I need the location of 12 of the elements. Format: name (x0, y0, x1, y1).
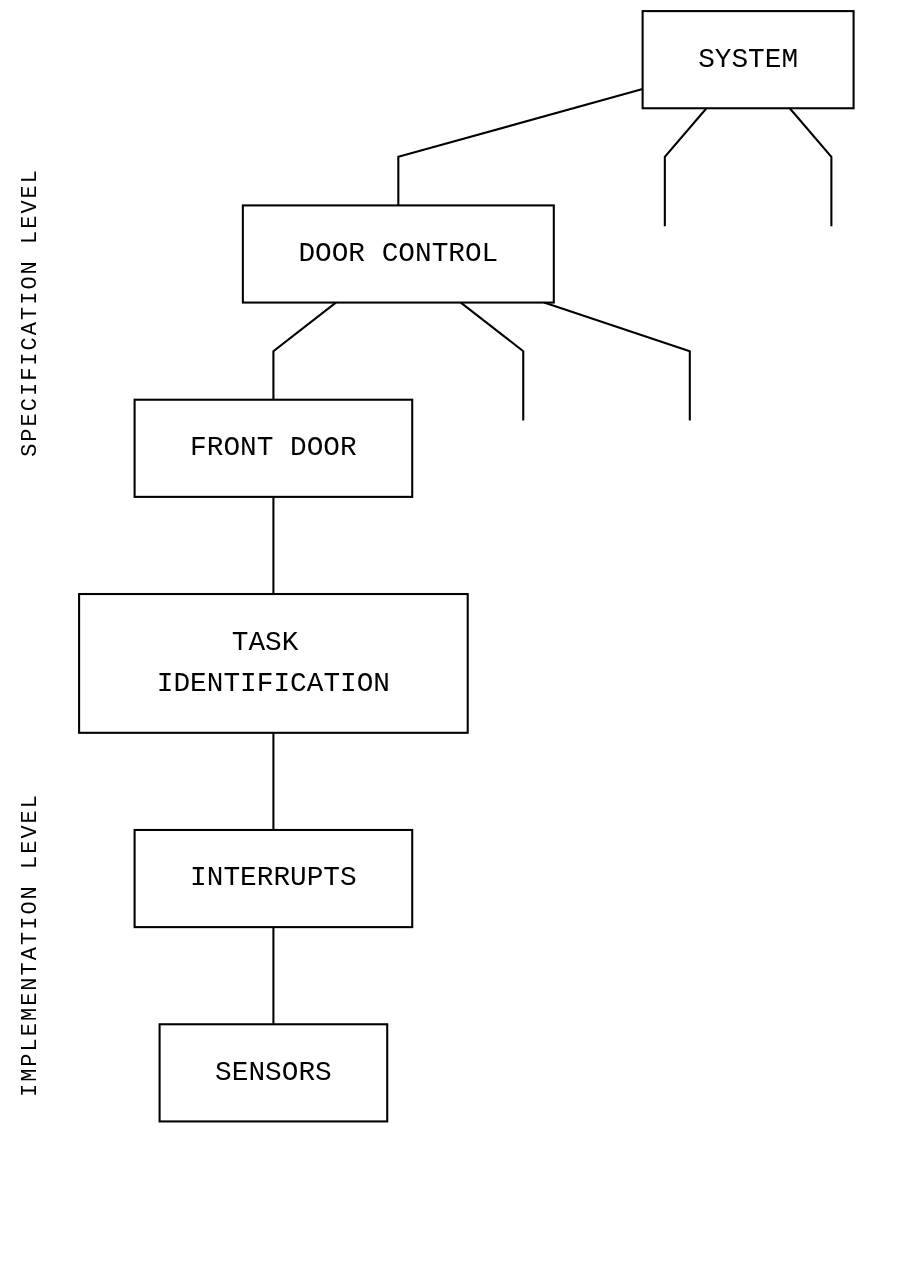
node-box: SYSTEM (641, 10, 855, 110)
node-box: TASK IDENTIFICATION (78, 593, 469, 734)
connector (272, 732, 275, 830)
node-box: INTERRUPTS (133, 828, 414, 929)
node-box: SENSORS (158, 1023, 389, 1123)
level-label: SPECIFICATION LEVEL (17, 168, 43, 457)
connector (397, 87, 643, 206)
node-box: DOOR CONTROL (241, 204, 555, 304)
node-box: FRONT DOOR (133, 398, 414, 498)
connector (272, 496, 275, 594)
connector (272, 927, 275, 1025)
level-label: IMPLEMENTATION LEVEL (17, 792, 43, 1097)
